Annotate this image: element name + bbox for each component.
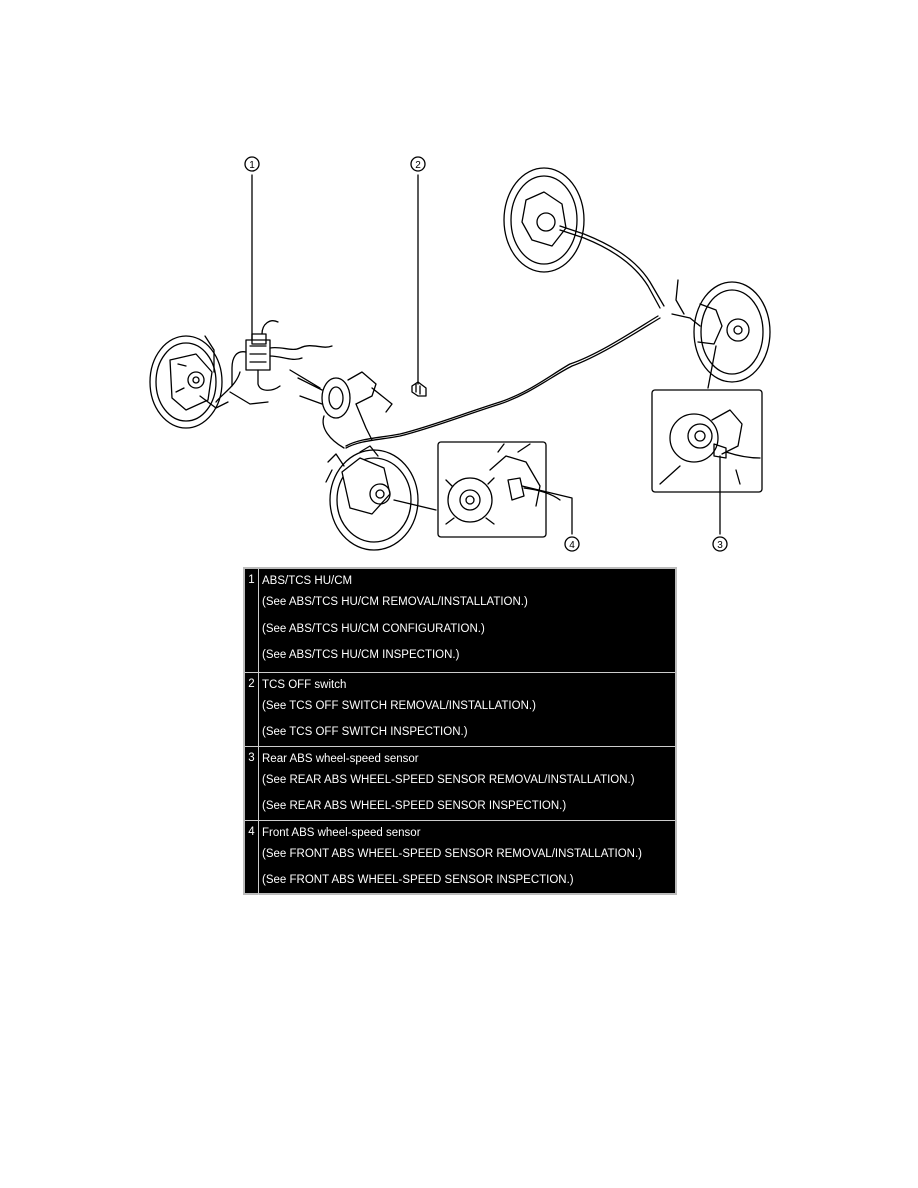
legend-entry-3: 3 Rear ABS wheel-speed sensor (See REAR … bbox=[245, 745, 675, 820]
abs-hydraulic-unit bbox=[215, 320, 333, 405]
legend-ref-link[interactable]: (See ABS/TCS HU/CM INSPECTION.) bbox=[262, 649, 460, 661]
front-sensor-detail-inset bbox=[437, 441, 561, 538]
legend-ref-link[interactable]: (See ABS/TCS HU/CM REMOVAL/INSTALLATION.… bbox=[262, 596, 528, 608]
brake-line bbox=[345, 317, 661, 449]
legend-entry-4: 4 Front ABS wheel-speed sensor (See FRON… bbox=[245, 819, 675, 895]
legend-title: Front ABS wheel-speed sensor bbox=[262, 826, 421, 839]
right-front-wheel bbox=[325, 445, 437, 551]
callout-label-1: 1 bbox=[249, 160, 255, 171]
legend-ref-link[interactable]: (See TCS OFF SWITCH REMOVAL/INSTALLATION… bbox=[262, 699, 536, 712]
left-rear-wheel bbox=[503, 167, 665, 309]
rear-sensor-detail-inset bbox=[651, 389, 763, 493]
callout-circle-3 bbox=[712, 536, 728, 552]
legend-number: 2 bbox=[245, 671, 259, 746]
legend-title: ABS/TCS HU/CM bbox=[262, 575, 353, 587]
legend-ref-link[interactable]: (See ABS/TCS HU/CM CONFIGURATION.) bbox=[262, 622, 485, 635]
legend-number: 4 bbox=[245, 819, 259, 895]
legend-number: 1 bbox=[245, 569, 259, 672]
abs-system-diagram: 1 2 3 4 bbox=[149, 156, 771, 552]
left-front-wheel bbox=[149, 335, 229, 429]
legend-entry-2: 2 TCS OFF switch (See TCS OFF SWITCH REM… bbox=[245, 671, 675, 746]
legend-ref-link[interactable]: (See TCS OFF SWITCH INSPECTION.) bbox=[262, 726, 468, 738]
legend-number: 3 bbox=[245, 745, 259, 820]
leader-line-4 bbox=[521, 485, 573, 535]
callout-label-4: 4 bbox=[569, 540, 575, 551]
callout-circle-2 bbox=[410, 156, 426, 172]
legend-ref-link[interactable]: (See FRONT ABS WHEEL-SPEED SENSOR REMOVA… bbox=[262, 847, 643, 860]
brake-booster bbox=[289, 369, 393, 449]
callout-label-3: 3 bbox=[717, 540, 723, 551]
tcs-off-switch bbox=[411, 381, 427, 397]
legend-title: TCS OFF switch bbox=[262, 678, 347, 691]
legend-ref-link[interactable]: (See FRONT ABS WHEEL-SPEED SENSOR INSPEC… bbox=[262, 874, 574, 886]
callout-circle-4 bbox=[564, 536, 580, 552]
component-legend-table: 1 ABS/TCS HU/CM (See ABS/TCS HU/CM REMOV… bbox=[243, 567, 677, 895]
right-rear-wheel bbox=[671, 279, 771, 389]
callout-label-2: 2 bbox=[415, 160, 421, 171]
legend-ref-link[interactable]: (See REAR ABS WHEEL-SPEED SENSOR REMOVAL… bbox=[262, 773, 635, 786]
callout-circle-1 bbox=[244, 156, 260, 172]
legend-title: Rear ABS wheel-speed sensor bbox=[262, 752, 419, 765]
legend-ref-link[interactable]: (See REAR ABS WHEEL-SPEED SENSOR INSPECT… bbox=[262, 800, 567, 812]
legend-entry-1: 1 ABS/TCS HU/CM (See ABS/TCS HU/CM REMOV… bbox=[245, 569, 675, 672]
